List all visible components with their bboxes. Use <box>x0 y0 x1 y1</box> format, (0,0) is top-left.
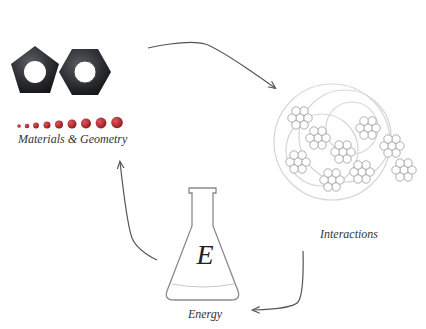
sphere <box>300 121 308 129</box>
sphere <box>360 131 368 139</box>
sphere <box>332 183 340 191</box>
sphere <box>404 159 412 167</box>
sphere <box>392 135 400 143</box>
molecule-clusters <box>286 107 416 191</box>
flask-symbol: E <box>196 240 213 271</box>
hexagon-nut <box>59 49 111 95</box>
sphere <box>384 135 392 143</box>
bead-row <box>17 117 123 129</box>
sphere <box>335 155 343 163</box>
sphere <box>290 165 298 173</box>
sphere <box>368 131 376 139</box>
caption-text: Materials & Geometry <box>18 133 127 146</box>
sphere <box>396 173 404 181</box>
sphere <box>396 159 404 167</box>
sphere <box>324 183 332 191</box>
sphere <box>318 127 326 135</box>
sphere <box>324 169 332 177</box>
sphere <box>392 149 400 157</box>
sphere <box>384 149 392 157</box>
sphere <box>292 107 300 115</box>
sphere <box>368 117 376 125</box>
sphere <box>343 155 351 163</box>
sphere <box>292 121 300 129</box>
pentagon-nut <box>11 46 59 93</box>
sphere <box>290 151 298 159</box>
cycle-arrow <box>120 162 157 260</box>
sphere <box>318 141 326 149</box>
sphere <box>300 107 308 115</box>
sphere <box>354 161 362 169</box>
energy-node: E Energy <box>160 180 250 326</box>
sphere <box>343 141 351 149</box>
sphere <box>310 141 318 149</box>
sphere <box>298 165 306 173</box>
sphere <box>310 127 318 135</box>
sphere <box>332 169 340 177</box>
interaction-swirl <box>274 84 391 200</box>
caption-text: Interactions <box>320 228 378 241</box>
sphere <box>360 117 368 125</box>
caption-text: Energy <box>188 308 222 321</box>
sphere <box>404 173 412 181</box>
materials-geometry-node: Materials & Geometry <box>5 30 145 155</box>
sphere <box>362 161 370 169</box>
sphere <box>335 141 343 149</box>
sphere <box>354 175 362 183</box>
cycle-arrow <box>253 251 303 310</box>
flask <box>166 188 238 300</box>
sphere <box>362 175 370 183</box>
cycle-arrow <box>148 42 275 88</box>
interactions-node: Interactions <box>278 80 420 248</box>
sphere <box>298 151 306 159</box>
